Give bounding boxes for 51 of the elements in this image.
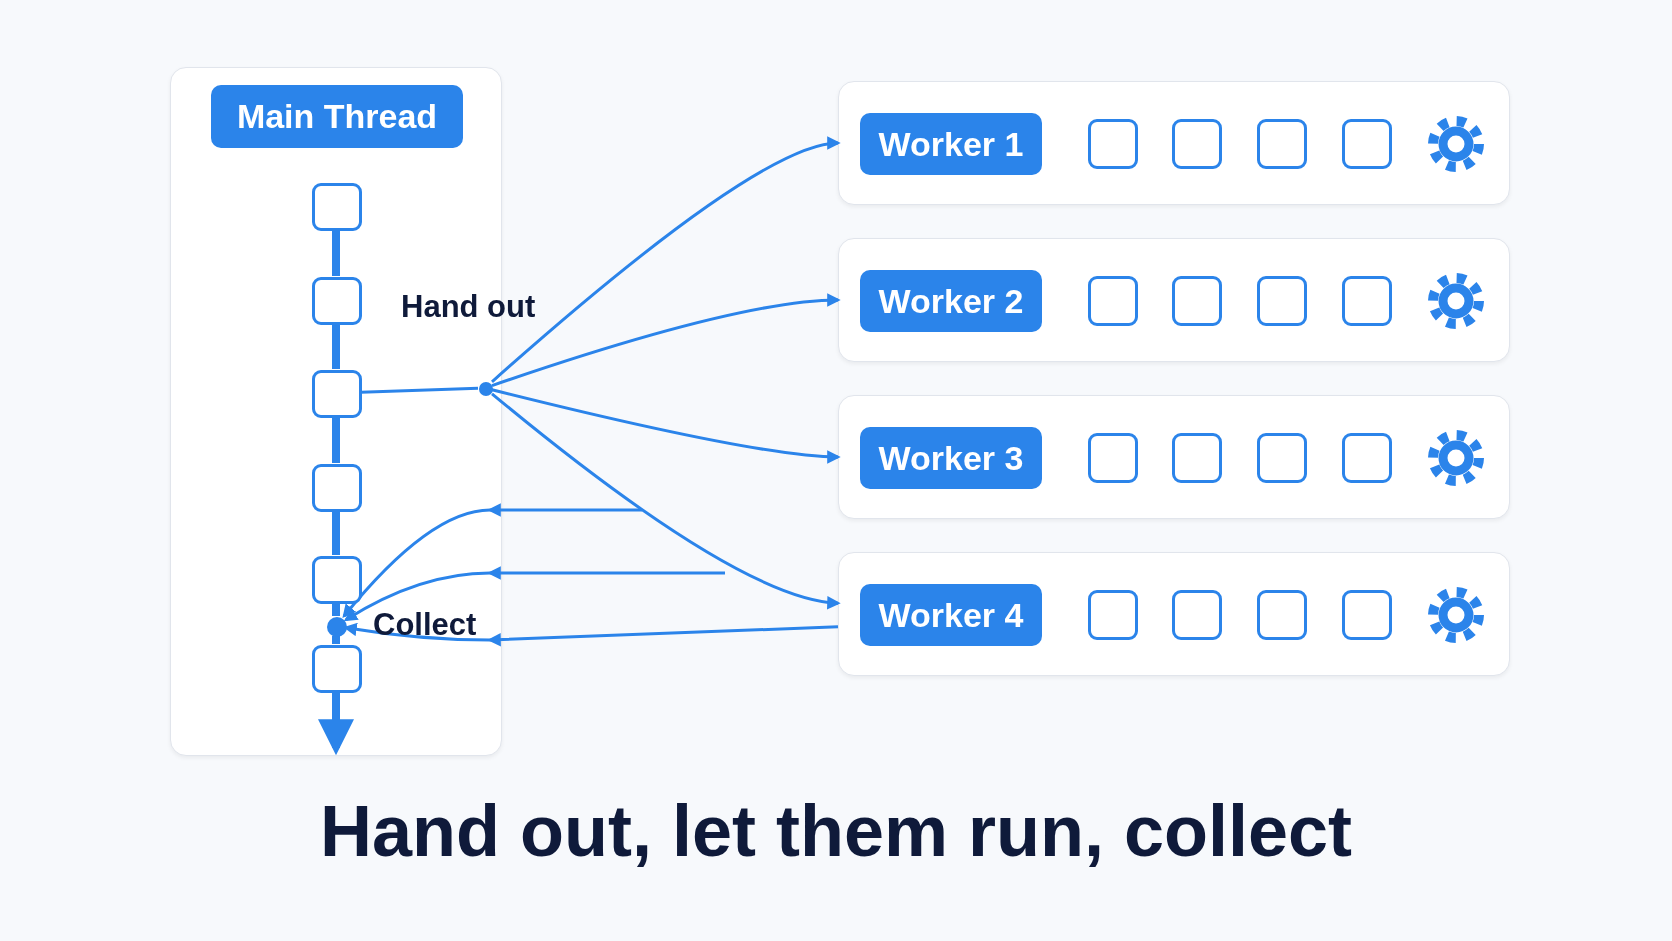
lane-panel: [838, 238, 1510, 362]
arrow: [491, 293, 841, 387]
connector-line: [360, 386, 479, 394]
lane-title: Worker 1: [860, 113, 1042, 175]
task-square: [1172, 276, 1222, 326]
task-square: [1342, 590, 1392, 640]
task-square: [1342, 433, 1392, 483]
lane-panel: [838, 81, 1510, 205]
task-square: [312, 464, 362, 512]
task-square: [1088, 119, 1138, 169]
arrow: [491, 388, 841, 464]
arrow: [491, 392, 841, 609]
task-square: [1172, 590, 1222, 640]
task-square: [1172, 119, 1222, 169]
arrow: [344, 566, 725, 622]
junction-dot: [327, 617, 347, 637]
connector-line: [332, 324, 340, 369]
junction-dot: [479, 382, 493, 396]
connector-line: [332, 417, 340, 463]
task-square: [1342, 119, 1392, 169]
lane-title: Worker 2: [860, 270, 1042, 332]
arrow: [318, 692, 354, 756]
task-square: [312, 277, 362, 325]
arrow: [342, 503, 642, 618]
task-square: [312, 556, 362, 604]
task-square: [1172, 433, 1222, 483]
arrow: [345, 623, 839, 647]
task-square: [312, 183, 362, 231]
step-label: Hand out: [401, 289, 536, 325]
task-square: [1088, 276, 1138, 326]
task-square: [312, 370, 362, 418]
task-square: [1257, 433, 1307, 483]
arrow: [491, 137, 841, 383]
task-square: [1088, 590, 1138, 640]
connector-line: [332, 636, 340, 644]
lane-panel: [838, 552, 1510, 676]
connector-line: [332, 603, 340, 616]
task-square: [1257, 590, 1307, 640]
task-square: [1342, 276, 1392, 326]
task-square: [312, 645, 362, 693]
task-square: [1257, 119, 1307, 169]
diagram-title: Hand out, let them run, collect: [319, 790, 1353, 872]
lane-panel: [838, 395, 1510, 519]
lane-title: Main Thread: [211, 85, 463, 148]
task-square: [1257, 276, 1307, 326]
connector-line: [332, 511, 340, 555]
lane-title: Worker 3: [860, 427, 1042, 489]
task-square: [1088, 433, 1138, 483]
step-label: Collect: [373, 607, 477, 643]
connector-line: [332, 230, 340, 276]
lane-title: Worker 4: [860, 584, 1042, 646]
